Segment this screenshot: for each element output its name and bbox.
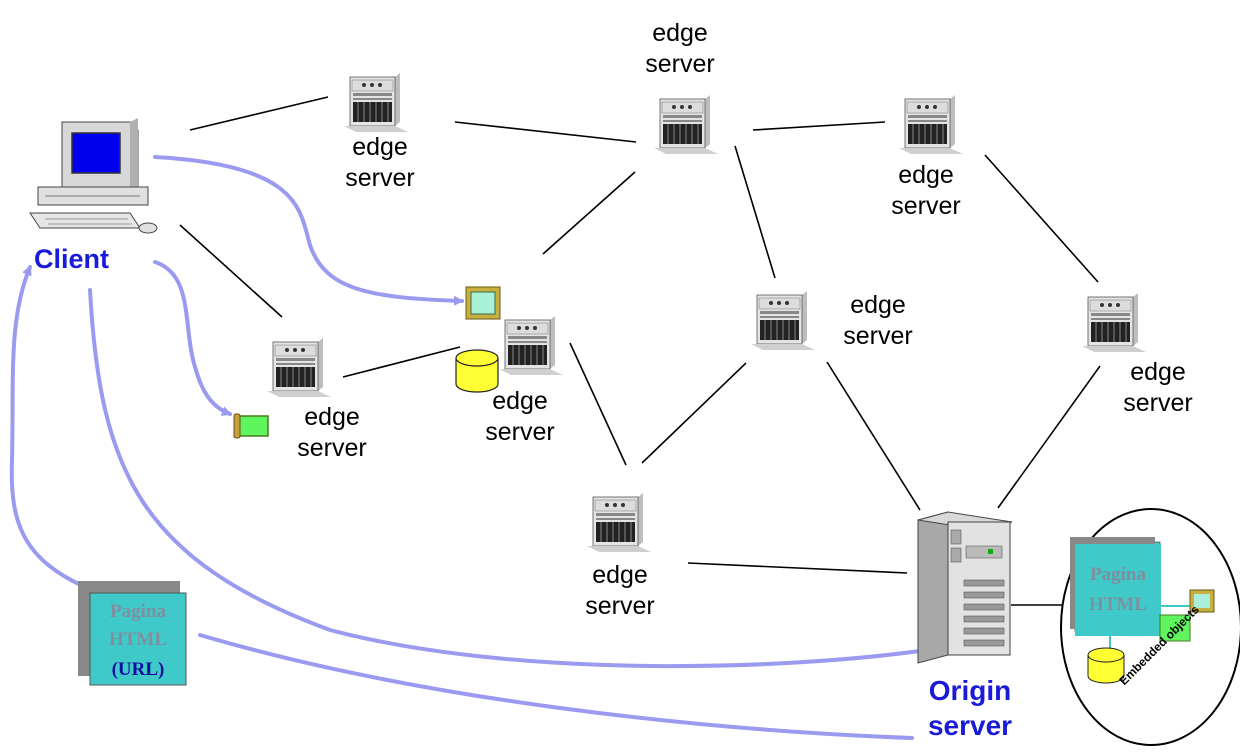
edge-server-icon-5: [750, 290, 816, 351]
link-edge2-edge3: [752, 121, 886, 131]
client-page-line3: (URL): [112, 659, 165, 680]
arrow-client-to-edge4-object: [153, 260, 232, 416]
arrow-client-to-edge6-object: [153, 155, 464, 306]
arrow-client-to-origin: [88, 288, 942, 669]
origin-label-line1: Origin: [928, 675, 1012, 706]
client-label: Client: [34, 244, 110, 274]
link-edge8-origin: [687, 562, 908, 574]
link-edge2-edge6: [542, 171, 636, 255]
client-page-line1: Pagina: [110, 601, 166, 622]
edge-server-icon-1: [343, 72, 409, 133]
link-edge6-edge8: [569, 342, 627, 466]
cached-cylinder-icon: [455, 349, 499, 393]
origin-page-line1: Pagina: [1090, 564, 1146, 585]
cached-page-object-icon: [233, 413, 269, 439]
link-edge4-edge6: [342, 346, 461, 378]
edge-server-icon-7: [1081, 292, 1147, 353]
origin-server-label: Origin server: [900, 673, 1040, 743]
link-edge5-edge8: [641, 362, 747, 464]
link-edge7-origin: [997, 365, 1101, 509]
cached-green-object-icon: [465, 286, 501, 320]
client-page-line2: HTML: [109, 629, 167, 650]
link-edge2-edge5: [734, 145, 776, 279]
flow-arrows: [9, 155, 942, 740]
client-html-page-icon: Pagina HTML (URL): [78, 581, 187, 686]
link-edge1-edge2: [454, 121, 637, 143]
link-client-edge4: [179, 224, 283, 318]
edge-server-icon-6: [498, 315, 564, 376]
link-client-edge1: [189, 96, 329, 131]
origin-label-line2: server: [927, 710, 1013, 741]
edge-server-icon-2: [653, 94, 719, 155]
edge-server-icon-8: [586, 492, 652, 553]
network-links: [179, 96, 1101, 606]
link-edge5-origin: [826, 361, 921, 511]
arrow-origin-to-page: [198, 633, 914, 740]
origin-page-line2: HTML: [1089, 594, 1147, 615]
origin-content-detail: Pagina HTML Embedded objects: [1060, 508, 1240, 746]
origin-server-icon: [917, 511, 1013, 664]
link-edge3-edge7: [984, 154, 1099, 283]
edge-server-icon-3: [898, 94, 964, 155]
edge-server-icon-4: [266, 337, 332, 398]
client-computer-icon: [29, 118, 158, 234]
arrow-page-to-client: [9, 265, 94, 592]
